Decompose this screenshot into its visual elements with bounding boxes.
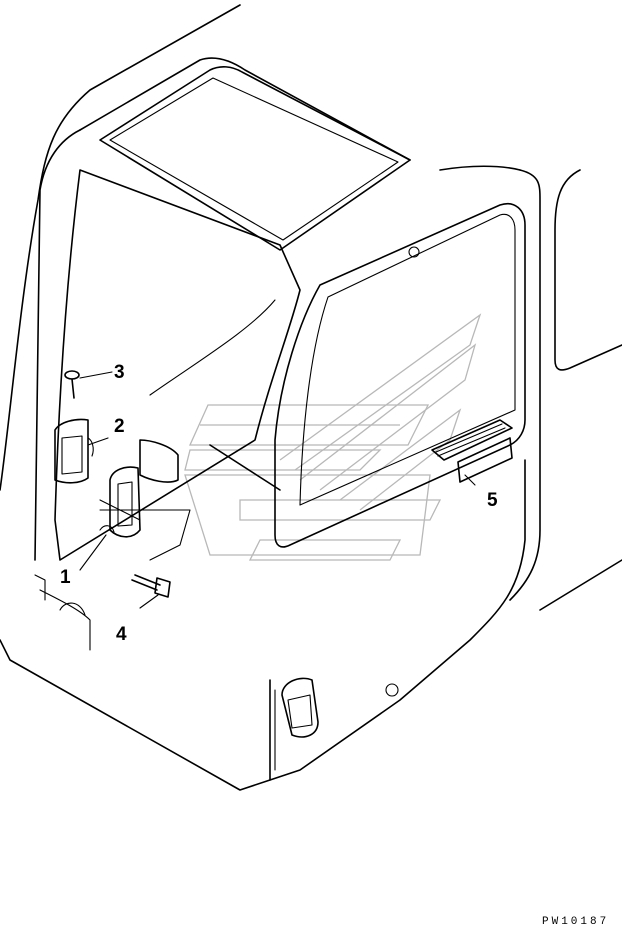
callout-1: 1 [60,567,71,588]
watermark-logo [184,313,482,561]
callout-2: 2 [114,416,125,437]
part-4-bolt [131,574,171,609]
drawing-code: PW10187 [542,916,609,928]
callout-4: 4 [116,624,127,645]
part-2-lamp [54,418,109,484]
callout-5: 5 [487,490,498,511]
part-5-label [431,419,513,486]
callout-3: 3 [114,362,125,383]
roof-window [99,66,411,251]
interior-lower [34,444,281,651]
part-3-pin [64,370,113,399]
cab-outline [0,4,622,791]
door [269,203,526,781]
part-1-bracket [79,439,191,571]
door-handle [281,677,319,738]
front-windshield [54,169,301,561]
